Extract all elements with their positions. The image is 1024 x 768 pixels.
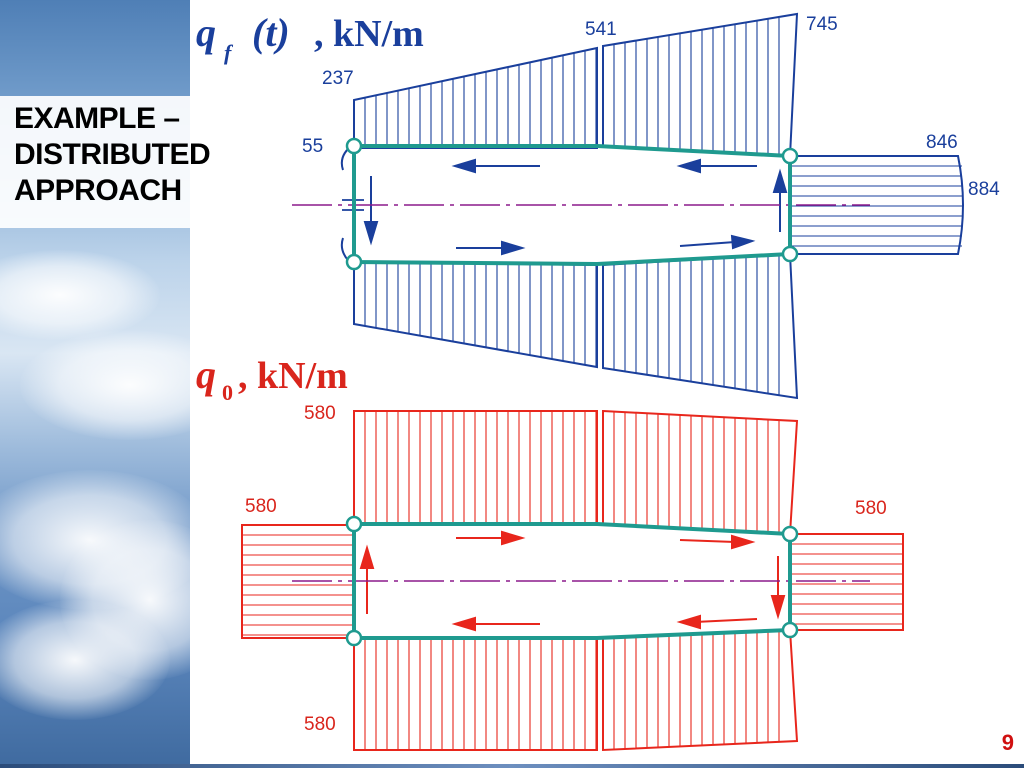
title-band (0, 96, 255, 228)
label-55: 55 (302, 136, 323, 157)
label-884: 884 (968, 179, 1000, 200)
label-745: 745 (806, 14, 838, 35)
title-line-2: DISTRIBUTED (14, 138, 211, 171)
title-line-1: EXAMPLE – (14, 102, 180, 135)
label-237: 237 (322, 68, 354, 89)
top-header-subscript: f (224, 40, 234, 65)
blue-hatch-lines (364, 17, 962, 396)
page-number: 9 (1001, 730, 1014, 755)
label-580-bottom: 580 (304, 714, 336, 735)
label-580-top: 580 (304, 403, 336, 424)
bottom-bar (0, 764, 1024, 768)
label-580-right: 580 (855, 498, 887, 519)
label-846: 846 (926, 132, 958, 153)
top-load-diagram: q f (t) , kN/m 237 541 745 55 846 884 (196, 10, 1000, 400)
top-header-unit: , kN/m (314, 13, 424, 55)
title-line-3: APPROACH (14, 174, 182, 207)
label-580-left: 580 (245, 496, 277, 517)
bottom-nodes (345, 515, 799, 647)
bottom-header-q: q (196, 352, 216, 397)
bottom-header-subscript: 0 (222, 380, 233, 405)
slide-title: EXAMPLE – DISTRIBUTED APPROACH (14, 101, 211, 209)
top-header-q: q (196, 10, 216, 55)
bottom-header-unit: , kN/m (238, 355, 348, 397)
top-nodes (345, 137, 799, 271)
red-hatch-lines (242, 411, 903, 750)
label-541: 541 (585, 19, 617, 40)
top-header-arg: (t) (252, 10, 290, 55)
red-shear-arrows (359, 530, 786, 632)
bottom-load-diagram: q 0 , kN/m 580 580 580 580 (196, 352, 904, 752)
blue-shear-arrows (363, 158, 788, 256)
